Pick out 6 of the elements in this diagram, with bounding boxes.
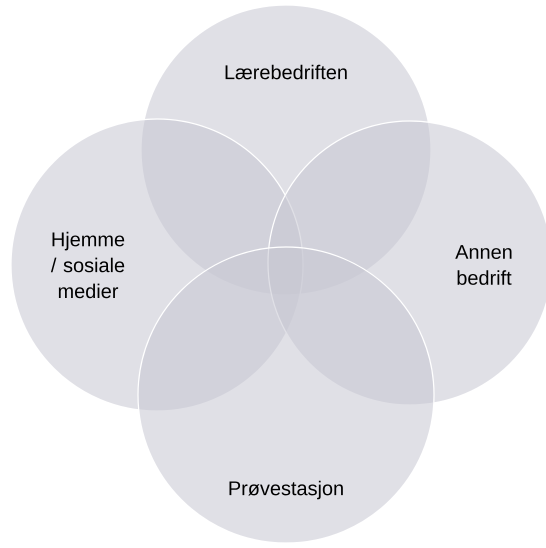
circle-label: Annen bedrift (455, 245, 512, 285)
venn-circle (267, 120, 546, 406)
circle-label: Lærebedriften (226, 64, 347, 80)
circle-label: Hjemme / sosiale medier (50, 232, 124, 298)
venn-circle (137, 246, 435, 544)
circle-label: Prøvestasjon (230, 480, 343, 500)
